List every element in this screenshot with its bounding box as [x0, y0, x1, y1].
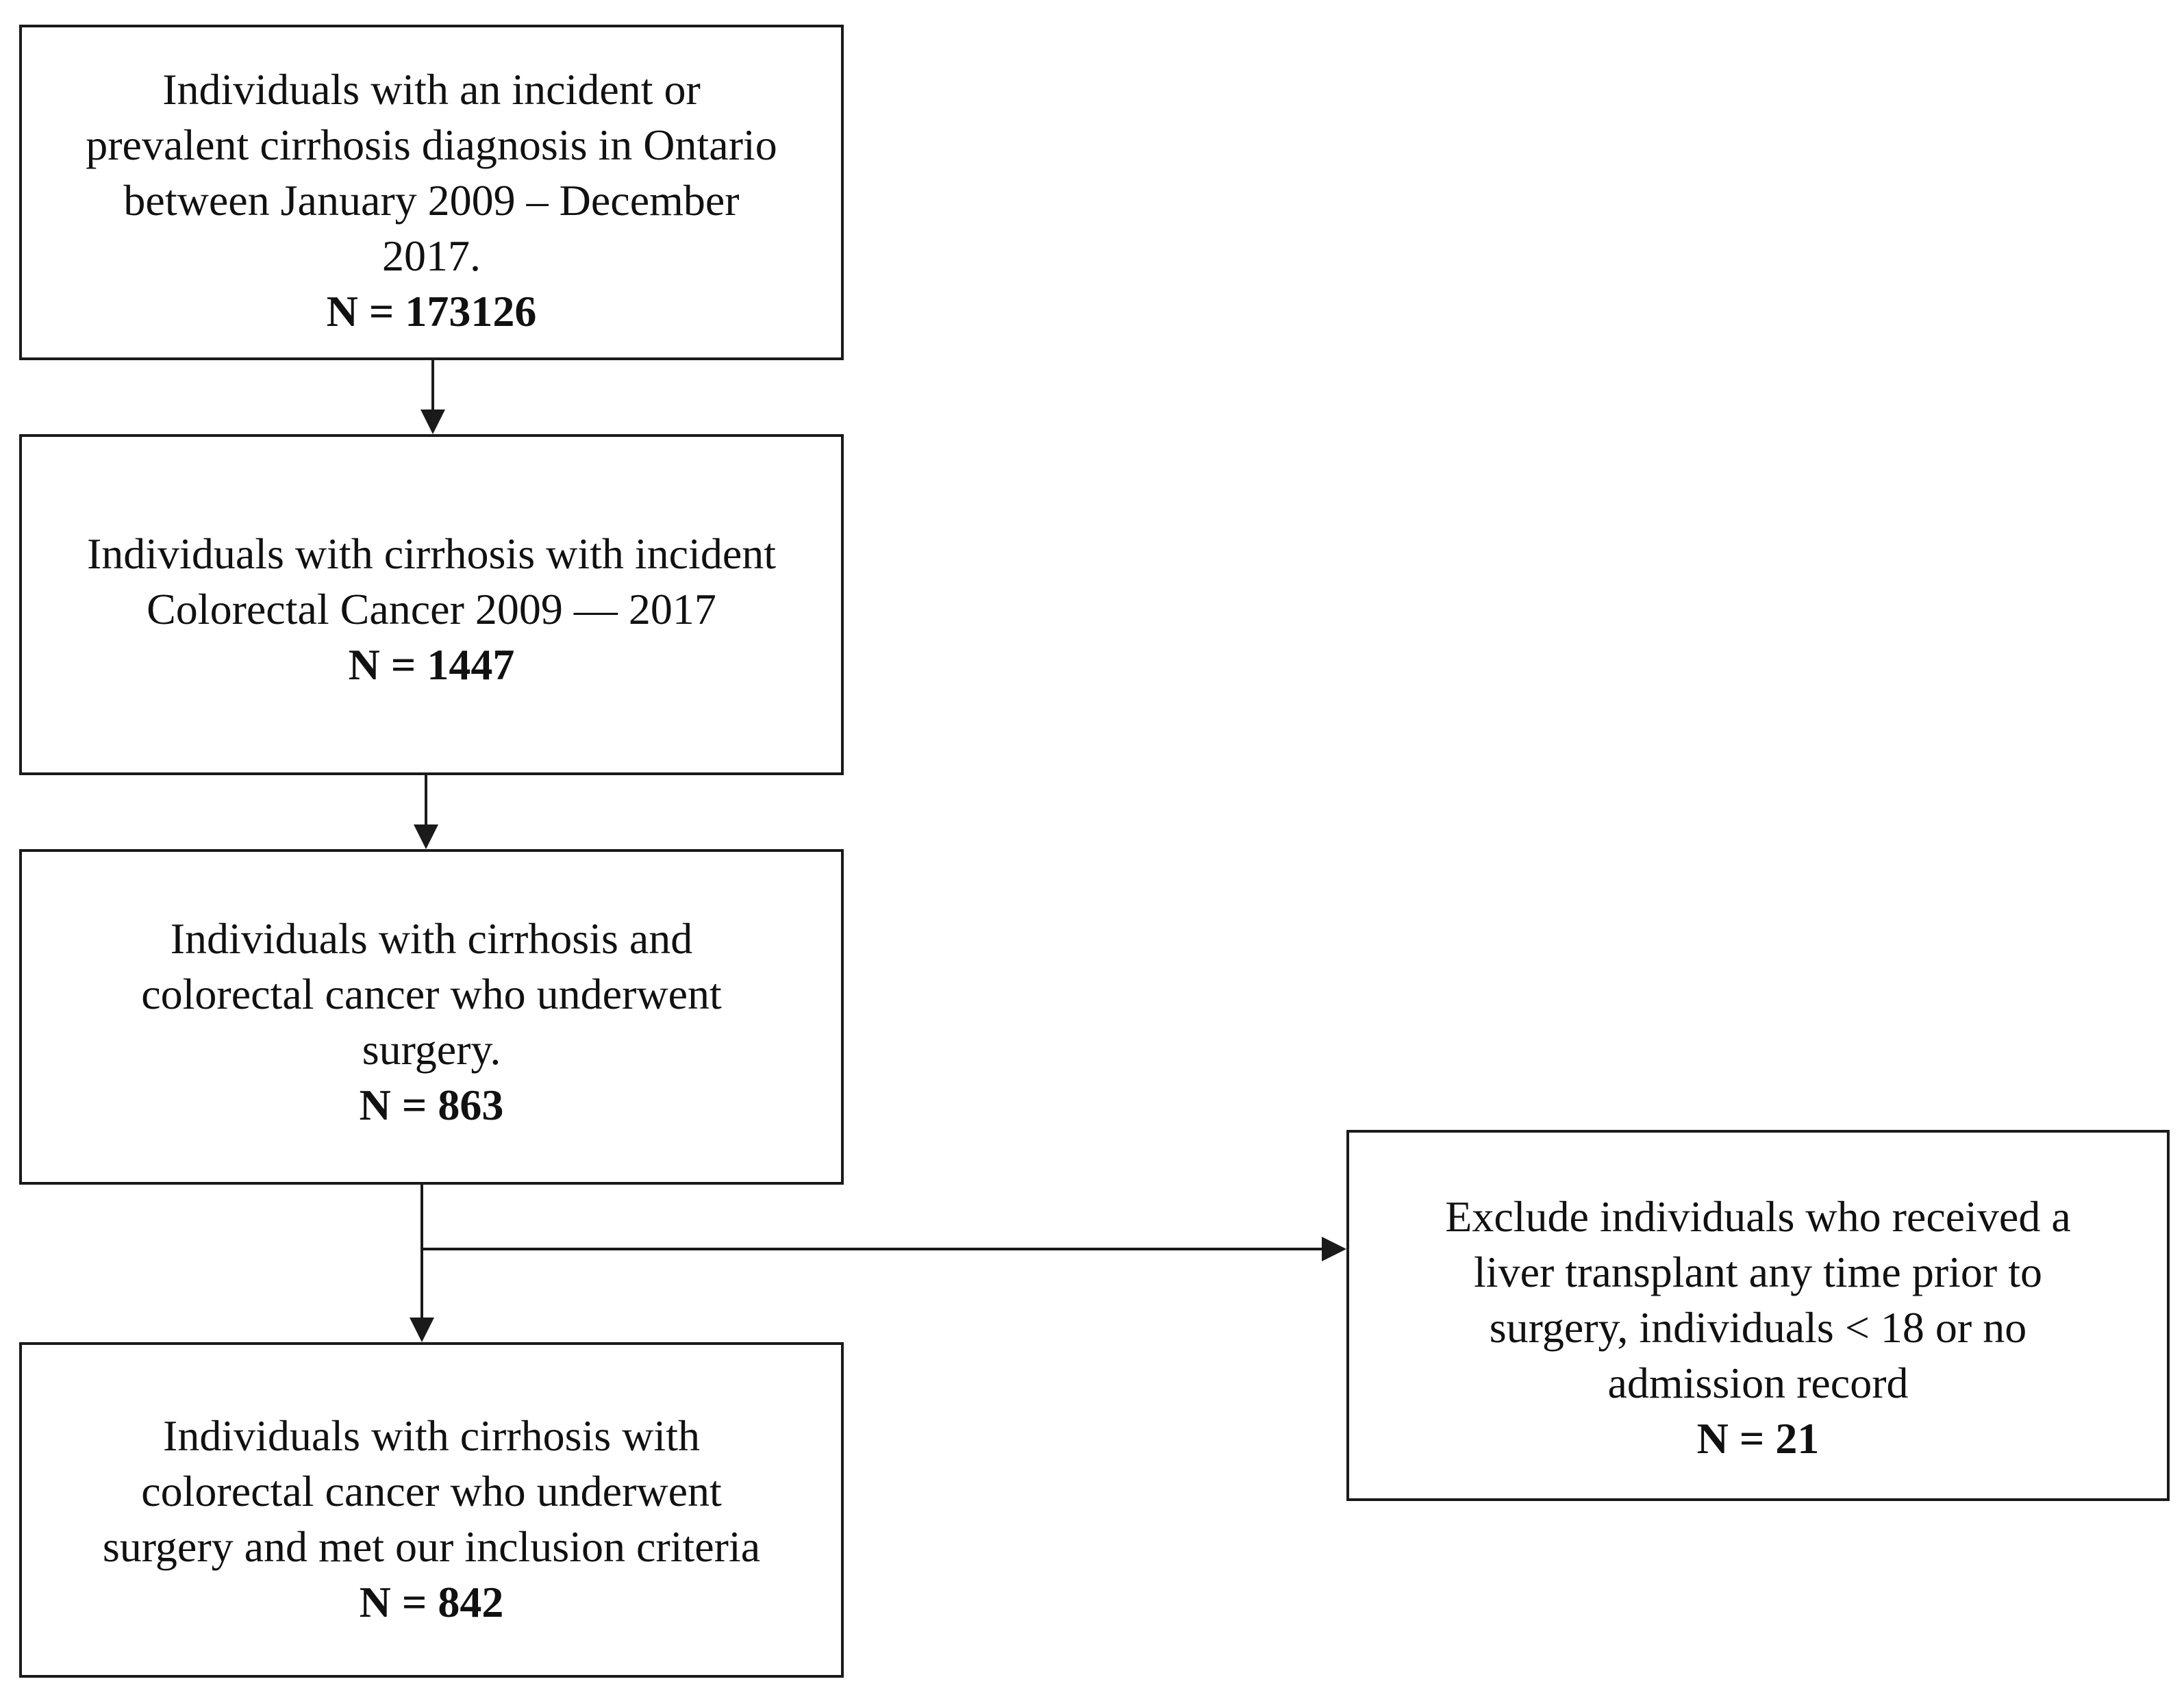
step-description-line: surgery and met our inclusion criteria [102, 1522, 761, 1571]
arrowhead-step1-to-step2 [421, 410, 445, 434]
step-description-line: Individuals with cirrhosis with [163, 1411, 700, 1460]
step-box-underwent-surgery: Individuals with cirrhosis and colorecta… [19, 849, 844, 1185]
step-description-line: Individuals with an incident or [162, 65, 701, 114]
exclusion-count: N = 21 [1696, 1414, 1820, 1463]
step-count: N = 842 [359, 1578, 504, 1626]
arrowhead-to-exclusion [1322, 1237, 1346, 1261]
exclusion-box: Exclude individuals who received a liver… [1346, 1130, 2170, 1501]
arrowhead-step3-to-step4 [410, 1318, 434, 1342]
exclusion-description-line: Exclude individuals who received a [1445, 1192, 2071, 1241]
exclusion-description-line: admission record [1607, 1359, 1909, 1407]
step-description-line: colorectal cancer who underwent [141, 1467, 722, 1515]
step-count: N = 173126 [326, 287, 537, 336]
step-box-colorectal-cancer: Individuals with cirrhosis with incident… [19, 434, 844, 775]
arrowhead-step2-to-step3 [414, 824, 438, 849]
step-description-line: Individuals with cirrhosis and [170, 914, 693, 963]
exclusion-description-line: surgery, individuals < 18 or no [1489, 1303, 2027, 1352]
step-description-line: Individuals with cirrhosis with incident [86, 529, 777, 578]
step-description-line: prevalent cirrhosis diagnosis in Ontario [86, 121, 777, 169]
step-description-line: colorectal cancer who underwent [141, 970, 722, 1018]
step-box-cirrhosis-diagnosis: Individuals with an incident or prevalen… [19, 25, 844, 360]
step-box-final-cohort: Individuals with cirrhosis with colorect… [19, 1342, 844, 1678]
step-description-line: Colorectal Cancer 2009 — 2017 [147, 585, 716, 633]
step-description-line: 2017. [382, 231, 481, 280]
step-description-line: surgery. [362, 1025, 501, 1074]
step-description-line: between January 2009 – December [123, 176, 740, 225]
step-count: N = 1447 [348, 640, 515, 689]
step-count: N = 863 [359, 1081, 504, 1129]
exclusion-description-line: liver transplant any time prior to [1474, 1248, 2042, 1296]
